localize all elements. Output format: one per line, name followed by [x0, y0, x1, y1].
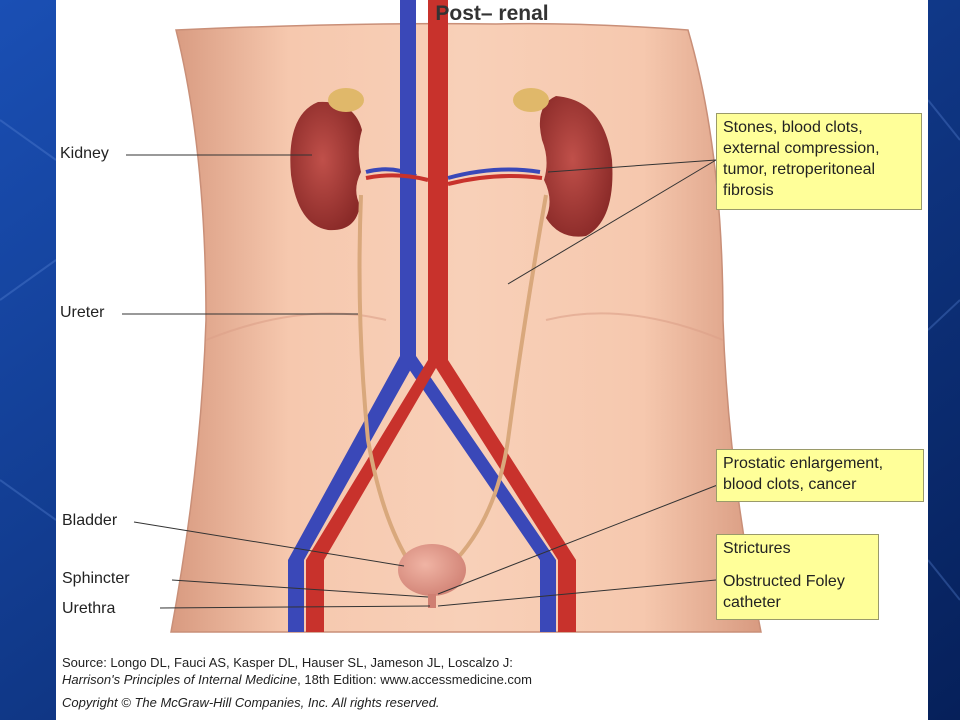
left-kidney	[290, 88, 429, 231]
diagram-title: Post– renal	[435, 2, 549, 25]
callout-upper-line-3: tumor, retroperitoneal	[723, 161, 876, 178]
callout-lower-causes: Strictures Obstructed Foley catheter	[716, 534, 879, 620]
label-kidney: Kidney	[60, 145, 109, 162]
callout-middle-causes: Prostatic enlargement, blood clots, canc…	[716, 449, 924, 502]
callout-lower-line-3: catheter	[723, 594, 781, 611]
label-urethra: Urethra	[62, 600, 116, 617]
label-bladder: Bladder	[62, 512, 118, 529]
callout-upper-causes: Stones, blood clots, external compressio…	[716, 113, 922, 210]
source-edition: , 18th Edition: www.accessmedicine.com	[297, 672, 532, 687]
callout-upper-line-4: fibrosis	[723, 182, 774, 199]
source-line-2: Harrison's Principles of Internal Medici…	[62, 671, 532, 688]
source-citation: Source: Longo DL, Fauci AS, Kasper DL, H…	[62, 654, 532, 688]
copyright-notice: Copyright © The McGraw-Hill Companies, I…	[62, 695, 440, 710]
anatomy-illustration	[122, 0, 762, 633]
leader-lines	[122, 154, 721, 609]
bladder	[398, 544, 466, 596]
inferior-vena-cava	[288, 0, 556, 632]
callout-middle-line-2: blood clots, cancer	[723, 476, 857, 493]
source-line-1: Source: Longo DL, Fauci AS, Kasper DL, H…	[62, 655, 513, 670]
urethra-tube	[428, 594, 436, 608]
label-ureter: Ureter	[60, 304, 105, 321]
source-book-title: Harrison's Principles of Internal Medici…	[62, 672, 298, 687]
callout-upper-line-2: external compression,	[723, 140, 880, 157]
right-kidney	[447, 88, 613, 237]
callout-upper-line-1: Stones, blood clots,	[723, 119, 863, 136]
callout-lower-line-1: Strictures	[723, 540, 791, 557]
figure-panel: Post– renal Kidney Ureter Bladder Sphinc…	[56, 0, 928, 720]
callout-middle-line-1: Prostatic enlargement,	[723, 455, 884, 472]
ureters	[357, 194, 548, 567]
callout-lower-line-2: Obstructed Foley	[723, 573, 845, 590]
label-sphincter: Sphincter	[62, 570, 130, 587]
